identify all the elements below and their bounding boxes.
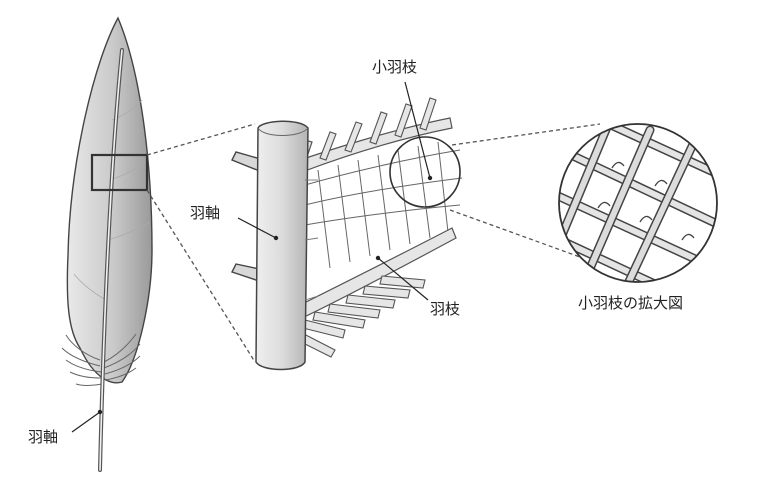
label-barb: 羽枝 xyxy=(430,300,460,318)
leader-rachis-feather xyxy=(71,411,101,433)
label-rachis-detail: 羽軸 xyxy=(190,204,220,222)
label-magnified-caption: 小羽枝の拡大図 xyxy=(578,294,683,312)
leader-dot-rachis-detail xyxy=(273,235,279,241)
projection-line-bottom-left xyxy=(146,189,256,363)
barb-spikes-upper xyxy=(319,97,437,161)
feather-selection-box xyxy=(90,153,149,192)
rachis-edge-strands xyxy=(304,179,319,301)
label-barbule: 小羽枝 xyxy=(372,58,417,76)
leader-dot-barb xyxy=(375,255,381,261)
leader-dot-barbule xyxy=(427,175,433,181)
feather-down-barbs xyxy=(61,333,141,386)
barbule-strands xyxy=(317,141,449,269)
rachis-detail xyxy=(231,97,463,371)
leader-barb xyxy=(377,257,429,301)
barbule-magnified-view xyxy=(558,123,718,283)
leader-dot-rachis-feather xyxy=(97,409,103,415)
projection-line-top-left xyxy=(146,123,256,156)
leader-rachis-detail xyxy=(237,217,277,239)
barb-lower xyxy=(299,227,457,319)
barb-lower-strands xyxy=(296,275,426,358)
projection-line-to-magnified-bottom xyxy=(449,209,581,258)
leader-barbule xyxy=(404,81,431,179)
barbule-inspection-circle xyxy=(389,136,461,208)
rachis-shaft xyxy=(255,120,309,371)
projection-line-to-magnified-top xyxy=(451,123,601,146)
label-rachis-feather: 羽軸 xyxy=(28,428,58,446)
feather-illustration xyxy=(61,16,153,472)
